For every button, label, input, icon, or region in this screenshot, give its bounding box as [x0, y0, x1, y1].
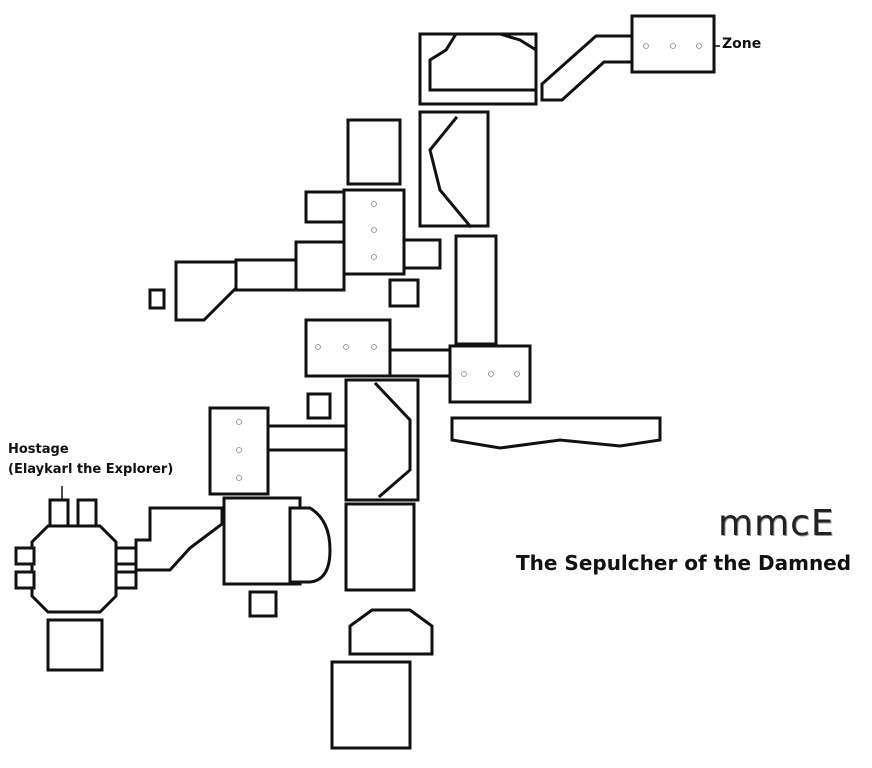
room-marker: [643, 43, 649, 49]
south-room: [330, 660, 412, 750]
room-marker: [315, 344, 321, 350]
room-marker: [488, 371, 494, 377]
room-marker: [514, 371, 520, 377]
west-niche: [148, 288, 166, 310]
southwest-corridor: [134, 506, 224, 572]
side-niche: [114, 546, 138, 566]
east-corridor: [454, 234, 498, 346]
room-marker: [371, 227, 377, 233]
west-wing: [174, 260, 238, 322]
side-niche: [14, 546, 36, 566]
south-hall: [344, 502, 416, 592]
hostage-south-room: [46, 618, 104, 672]
small-room: [402, 238, 442, 270]
lower-corridor-path: [373, 381, 412, 499]
round-chamber: [288, 506, 332, 584]
hostage-label-line2: (Elaykarl the Explorer): [8, 462, 174, 477]
south-west-hall: [222, 496, 302, 586]
room-marker: [696, 43, 702, 49]
shrine: [306, 392, 332, 420]
room-marker: [371, 254, 377, 260]
upper-chamber-path: [428, 115, 473, 229]
room-marker: [236, 475, 242, 481]
top-hall-inner: [428, 32, 538, 92]
map-title: The Sepulcher of the Damned: [516, 551, 852, 575]
room-marker: [236, 447, 242, 453]
east-long-corridor: [450, 416, 662, 450]
zone-label: Zone: [722, 36, 762, 52]
hostage-cell: [76, 498, 98, 528]
south-antechamber: [348, 608, 434, 656]
north-room: [346, 118, 402, 186]
west-center-connector: [266, 424, 348, 452]
room-marker: [670, 43, 676, 49]
hostage-label: Hostage (Elaykarl the Explorer): [8, 440, 173, 480]
small-room: [388, 278, 420, 308]
side-niche: [14, 570, 36, 590]
room-marker: [461, 371, 467, 377]
corridor: [540, 34, 634, 102]
room-marker: [371, 201, 377, 207]
room-marker: [236, 419, 242, 425]
brand-logo: mmcE: [718, 503, 835, 544]
room-marker: [343, 344, 349, 350]
connector: [388, 348, 452, 378]
lower-corridor: [344, 378, 420, 502]
side-alcove: [304, 190, 346, 224]
room-marker: [371, 344, 377, 350]
top-hall: [418, 32, 538, 106]
west-antechamber: [294, 240, 346, 292]
west-corridor: [234, 258, 298, 292]
hostage-hall: [30, 524, 118, 614]
side-niche: [114, 570, 138, 590]
hostage-cell: [48, 498, 70, 528]
south-niche: [248, 590, 278, 618]
hostage-label-line1: Hostage: [8, 442, 69, 457]
